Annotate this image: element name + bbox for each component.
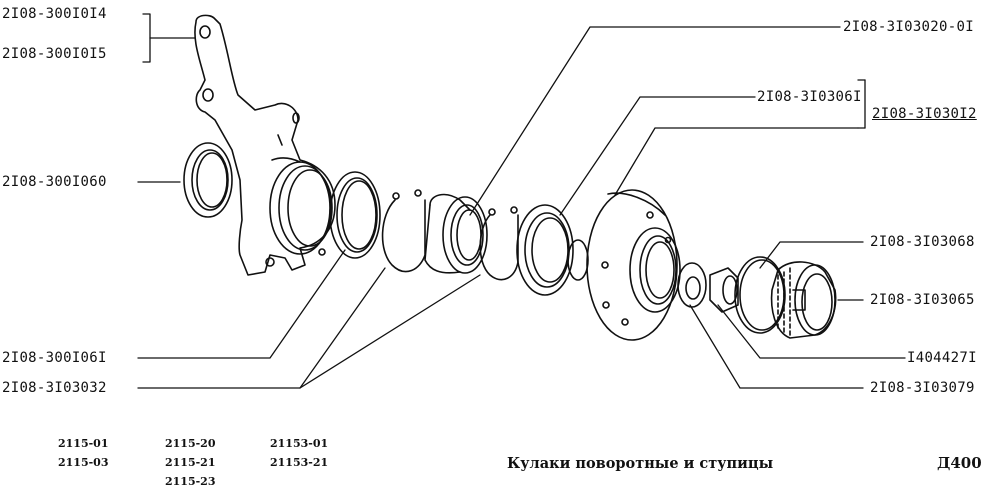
part-label-retaining-ring: 2I08-3I03032 <box>2 380 107 396</box>
hub-cap <box>770 261 837 339</box>
leader-lines <box>137 13 906 389</box>
part-label-knuckle-left: 2I08-300I0I4 <box>2 6 107 22</box>
part-label-shield: 2I08-300I06I <box>2 350 107 366</box>
part-label-nut: I404427I <box>907 350 977 366</box>
model-col3-item: 21153-21 <box>270 456 329 469</box>
part-label-o-ring: 2I08-3I03068 <box>870 234 975 250</box>
part-label-washer: 2I08-3I03079 <box>870 380 975 396</box>
part-label-hub-seal: 2I08-3I0306I <box>757 89 862 105</box>
snap-ring-left <box>381 189 426 273</box>
shield-ring <box>329 171 381 259</box>
outer-seal-ring <box>183 142 233 218</box>
thrust-washer <box>677 262 707 308</box>
model-col2-item: 2115-20 <box>165 437 216 450</box>
model-col1-item: 2115-01 <box>58 437 109 450</box>
part-label-knuckle-right: 2I08-300I0I5 <box>2 46 107 62</box>
model-col2-item: 2115-23 <box>165 475 216 488</box>
hub-seal-ring <box>516 204 574 296</box>
model-col2-item: 2115-21 <box>165 456 216 469</box>
wheel-bearing <box>424 193 488 274</box>
wheel-hub <box>567 189 681 341</box>
part-label-cap: 2I08-3I03065 <box>870 292 975 308</box>
snap-ring-right <box>479 206 519 281</box>
hub-nut <box>709 267 739 313</box>
part-label-outer-seal: 2I08-300I060 <box>2 174 107 190</box>
page-title: Кулаки поворотные и ступицы <box>507 455 774 472</box>
model-col1-item: 2115-03 <box>58 456 109 469</box>
page-code: Д400 <box>937 454 982 472</box>
part-label-hub-assembly: 2I08-3I030I2 <box>872 106 977 122</box>
part-label-bearing: 2I08-3I03020-0I <box>843 19 974 35</box>
model-col3-item: 21153-01 <box>270 437 329 450</box>
